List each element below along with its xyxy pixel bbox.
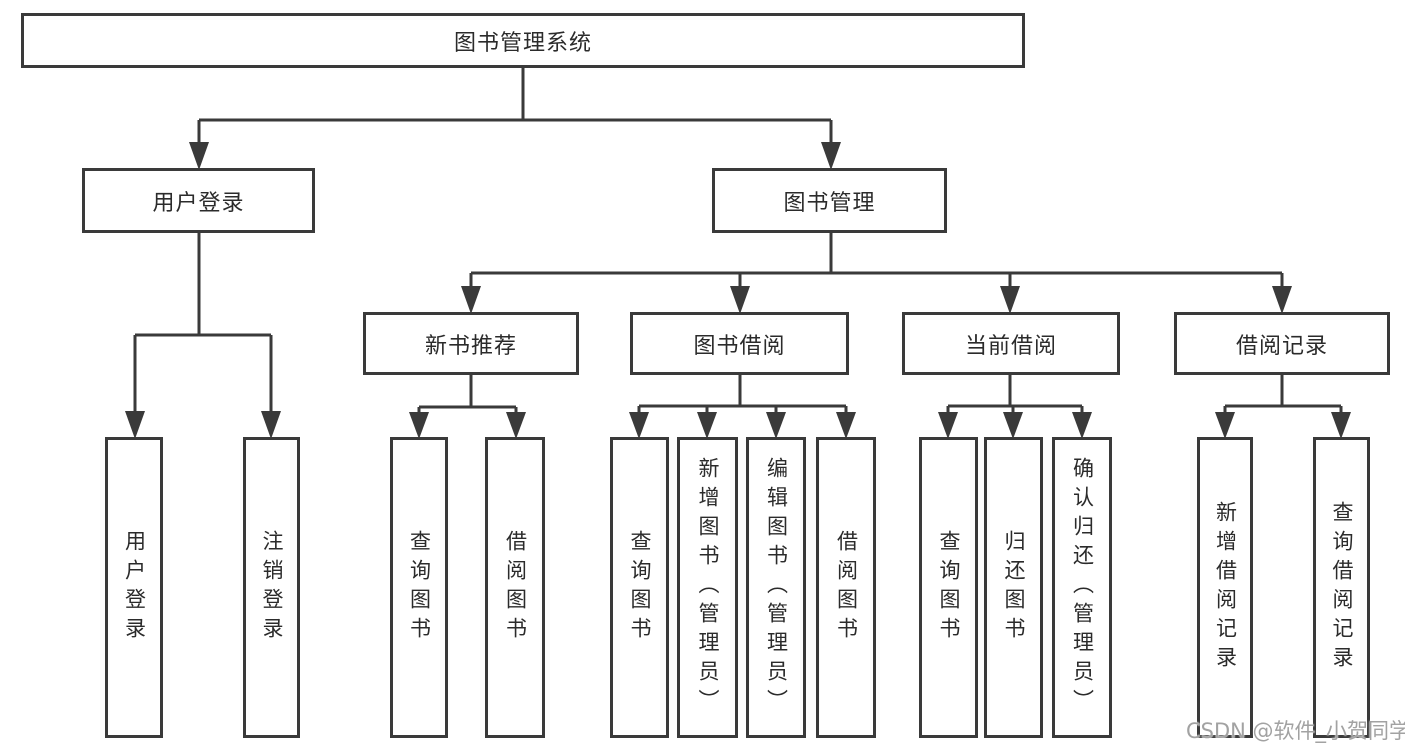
leaf-add-book-admin: 新增图书（管理员） bbox=[677, 437, 738, 738]
connector-book-management-children bbox=[461, 233, 1292, 314]
leaf-label: 确认归还（管理员） bbox=[1070, 457, 1095, 718]
leaf-return-books: 归还图书 bbox=[984, 437, 1043, 738]
leaf-borrow-books: 借阅图书 bbox=[816, 437, 876, 738]
node-current-borrowing: 当前借阅 bbox=[902, 312, 1120, 375]
connector-recommend-children bbox=[409, 375, 526, 439]
leaf-query-books-recommend: 查询图书 bbox=[390, 437, 448, 738]
node-library-management-system: 图书管理系统 bbox=[21, 13, 1025, 68]
node-label: 借阅记录 bbox=[1235, 333, 1328, 359]
node-label: 图书管理系统 bbox=[453, 30, 592, 56]
leaf-add-borrowing-record: 新增借阅记录 bbox=[1197, 437, 1253, 738]
leaf-label: 查询图书 bbox=[937, 529, 961, 646]
leaf-query-borrowing-record: 查询借阅记录 bbox=[1313, 437, 1370, 738]
leaf-label: 查询借阅记录 bbox=[1330, 500, 1354, 675]
leaf-label: 用户登录 bbox=[122, 529, 147, 646]
node-book-management: 图书管理 bbox=[712, 168, 947, 233]
node-label: 新书推荐 bbox=[424, 333, 517, 359]
node-label: 图书借阅 bbox=[693, 333, 786, 359]
node-book-borrowing: 图书借阅 bbox=[630, 312, 849, 375]
leaf-logout: 注销登录 bbox=[243, 437, 300, 738]
node-borrowing-records: 借阅记录 bbox=[1174, 312, 1390, 375]
node-label: 当前借阅 bbox=[964, 333, 1057, 359]
leaf-query-books-borrow: 查询图书 bbox=[610, 437, 669, 738]
leaf-user-login: 用户登录 bbox=[105, 437, 163, 738]
node-user-login: 用户登录 bbox=[82, 168, 315, 233]
csdn-watermark: CSDN @软件_小贺同学 bbox=[1186, 719, 1405, 743]
leaf-label: 查询图书 bbox=[628, 529, 652, 646]
leaf-confirm-return-admin: 确认归还（管理员） bbox=[1052, 437, 1112, 738]
node-label: 图书管理 bbox=[783, 190, 876, 216]
connector-records-children bbox=[1215, 375, 1351, 439]
leaf-label: 归还图书 bbox=[1002, 529, 1026, 646]
leaf-label: 编辑图书（管理员） bbox=[764, 457, 789, 718]
leaf-query-books-current: 查询图书 bbox=[919, 437, 978, 738]
connector-borrow-children bbox=[629, 375, 856, 439]
leaf-borrow-books-recommend: 借阅图书 bbox=[485, 437, 545, 738]
leaf-label: 新增图书（管理员） bbox=[696, 457, 720, 718]
leaf-label: 借阅图书 bbox=[834, 529, 859, 646]
leaf-label: 借阅图书 bbox=[503, 529, 528, 646]
connector-root-to-level2 bbox=[189, 68, 841, 170]
node-label: 用户登录 bbox=[152, 190, 245, 216]
leaf-label: 查询图书 bbox=[407, 529, 432, 646]
connector-current-children bbox=[938, 375, 1092, 439]
leaf-label: 新增借阅记录 bbox=[1213, 500, 1238, 675]
node-new-book-recommendation: 新书推荐 bbox=[363, 312, 579, 375]
connector-user-login-children bbox=[125, 233, 281, 439]
leaf-edit-book-admin: 编辑图书（管理员） bbox=[746, 437, 806, 738]
leaf-label: 注销登录 bbox=[260, 529, 284, 646]
